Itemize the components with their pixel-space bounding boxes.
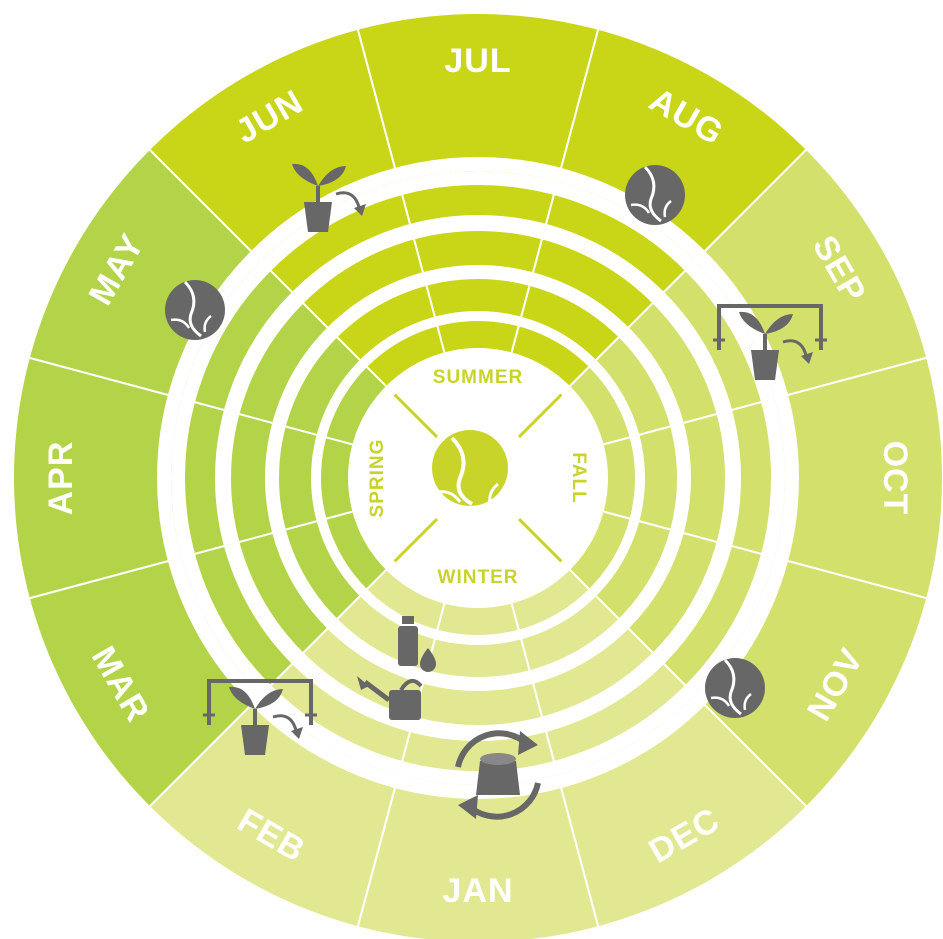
- season-divider-1: [517, 393, 563, 439]
- month-label-jul: JUL: [444, 42, 511, 80]
- season-label-fall: FALL: [568, 452, 589, 504]
- season-label-spring: SPRING: [367, 439, 388, 518]
- month-ring: [12, 12, 943, 939]
- watering-can-icon: [357, 676, 423, 720]
- lettuce-icon: [705, 658, 765, 718]
- lettuce-icon: [432, 430, 508, 506]
- track-separator-4: [311, 311, 645, 645]
- month-label-oct: OCT: [876, 441, 914, 516]
- track-separator-3: [265, 265, 691, 691]
- season-label-summer: SUMMER: [433, 367, 523, 388]
- covered-seedling-icon: [713, 304, 827, 380]
- covered-seedling-icon: [203, 679, 317, 755]
- lettuce-icon: [625, 165, 685, 225]
- season-center: [348, 348, 608, 608]
- season-divider-3: [393, 517, 439, 563]
- month-label-apr: APR: [42, 441, 80, 516]
- track-separator-2: [215, 215, 741, 741]
- season-divider-2: [517, 517, 563, 563]
- activity-icons: [165, 163, 827, 820]
- fertilizer-bottle-icon: [398, 616, 436, 672]
- season-label-winter: WINTER: [438, 567, 519, 588]
- season-labels: SUMMER FALL WINTER SPRING: [367, 367, 589, 588]
- month-sector-jun: [147, 27, 480, 482]
- lettuce-icon: [165, 280, 225, 340]
- compost-bag-icon: [455, 730, 541, 820]
- seedling-transplant-icon: [292, 163, 366, 232]
- month-label-jan: JAN: [442, 872, 513, 910]
- season-divider-4: [393, 393, 439, 439]
